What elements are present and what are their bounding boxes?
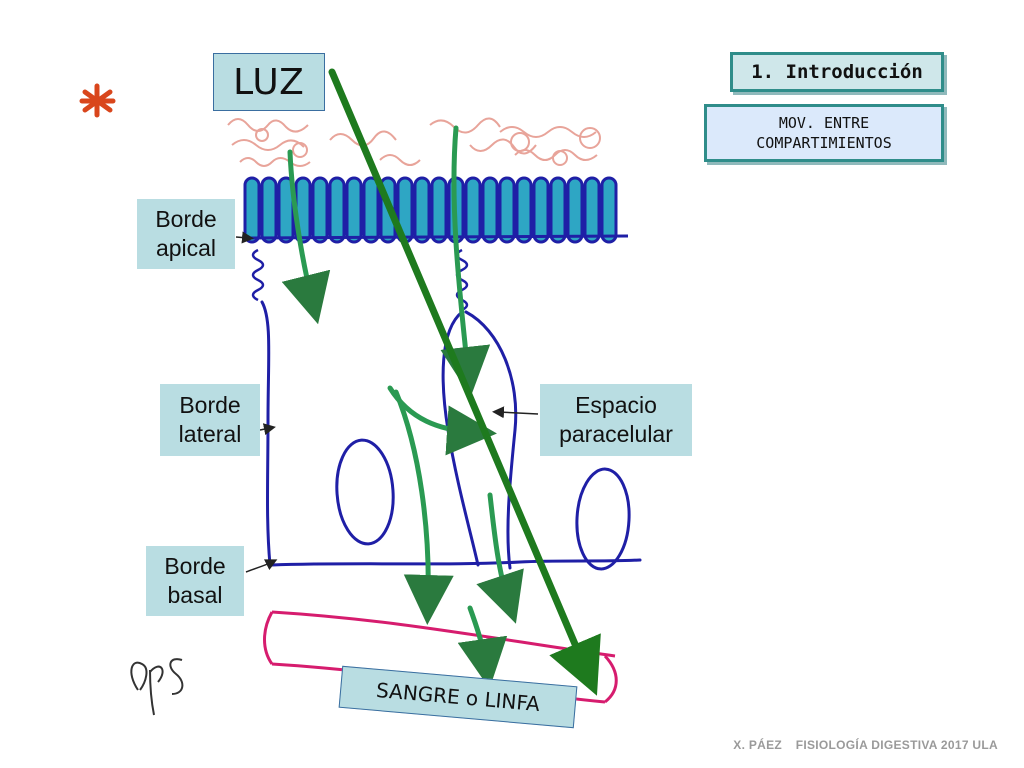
label-borde-lateral: Borde lateral bbox=[160, 384, 260, 456]
subtitle-line-1: MOV. ENTRE bbox=[778, 114, 870, 132]
label-pointers bbox=[235, 231, 539, 573]
transport-arrows bbox=[281, 125, 524, 689]
microvilli bbox=[243, 176, 618, 244]
section-title: 1. Introducción bbox=[730, 52, 944, 92]
label-borde-basal-line-2: basal bbox=[167, 582, 223, 608]
label-borde-lateral-line-2: lateral bbox=[178, 421, 242, 447]
label-borde-basal: Borde basal bbox=[146, 546, 244, 616]
subtitle-box: MOV. ENTRE COMPARTIMIENTOS bbox=[704, 104, 944, 162]
microvilli-base bbox=[243, 234, 629, 240]
footer-author: X. PÁEZ bbox=[733, 738, 783, 752]
label-borde-lateral-line-1: Borde bbox=[179, 392, 241, 418]
asterisk-icon bbox=[79, 83, 116, 118]
lumen-title: LUZ bbox=[213, 53, 325, 111]
label-borde-apical-line-1: Borde bbox=[155, 206, 217, 232]
signature bbox=[130, 658, 184, 716]
nucleus-right bbox=[575, 467, 631, 571]
nuclei bbox=[335, 438, 631, 571]
lumen-content bbox=[227, 117, 601, 167]
label-espacio-paracelular-line-2: paracelular bbox=[559, 421, 673, 447]
footer-course: FISIOLOGÍA DIGESTIVA 2017 ULA bbox=[795, 738, 998, 752]
nucleus-left bbox=[335, 438, 395, 546]
label-borde-basal-line-1: Borde bbox=[164, 553, 226, 579]
label-borde-apical: Borde apical bbox=[137, 199, 235, 269]
label-borde-apical-line-2: apical bbox=[155, 235, 217, 261]
tight-junction-coils bbox=[251, 248, 469, 312]
big-diagonal-arrow bbox=[328, 68, 601, 696]
footer-credit: X. PÁEZ FISIOLOGÍA DIGESTIVA 2017 ULA bbox=[733, 738, 998, 752]
label-espacio-paracelular-line-1: Espacio bbox=[575, 392, 657, 418]
subtitle-line-2: COMPARTIMIENTOS bbox=[756, 134, 892, 152]
label-espacio-paracelular: Espacio paracelular bbox=[540, 384, 692, 456]
